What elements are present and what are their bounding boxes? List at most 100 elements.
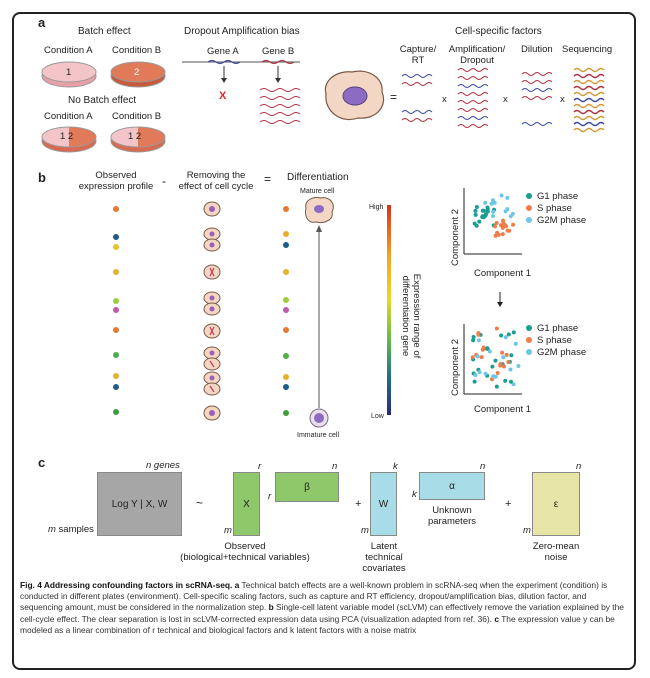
caption-c-letter: c [494, 613, 500, 624]
pca-point [500, 232, 505, 237]
pca-point [511, 382, 516, 387]
pca-point [491, 374, 496, 379]
pca-point [485, 209, 490, 214]
pca-bottom-xlabel: Component 1 [474, 404, 532, 415]
condition-b-label: Condition B [112, 45, 162, 56]
sequencing-label: Sequencing [562, 44, 613, 55]
m-label-3: m [523, 525, 531, 536]
colorbar-low-label: Low [371, 413, 384, 420]
pca-point [474, 223, 479, 228]
colorbar-high-label: High [369, 204, 384, 211]
pca-point [513, 341, 518, 346]
cell-icon [324, 70, 385, 121]
condition-a2-label: Condition A [44, 111, 93, 122]
pca-point [475, 354, 480, 359]
pca-point [483, 200, 488, 205]
caption-b-letter: b [268, 602, 274, 613]
cell-cycle-cells [203, 201, 221, 421]
pca-top-legend-markers [526, 193, 532, 223]
pca-point [474, 205, 479, 209]
pca-point [493, 358, 498, 363]
pca-point [477, 370, 482, 375]
n-label-3: n [576, 461, 582, 472]
log-y-matrix: Log Y | X, W [97, 472, 182, 536]
pca-point [503, 335, 508, 340]
pca-point [489, 201, 494, 206]
pca-point [492, 200, 497, 205]
pca-point [510, 211, 515, 216]
pca-point [499, 333, 504, 338]
caption-a-text: Technical batch effects are a well-known… [20, 580, 608, 613]
pca-point [470, 355, 475, 360]
log-y-label: Log Y | X, W [111, 498, 168, 510]
tilde-sign: ~ [196, 496, 204, 510]
cell-factor-waves [401, 67, 605, 133]
dropout-x-mark: X [219, 90, 227, 102]
plus-sign-2: + [505, 498, 512, 510]
x-matrix: X [233, 472, 260, 536]
figure-frame [12, 12, 636, 670]
k-label-2: k [412, 489, 417, 500]
equals-sign-b: = [264, 172, 272, 186]
condition-b2-label: Condition B [112, 111, 162, 122]
pca-top-legend-g2m: G2M phase [537, 215, 587, 226]
dilution-label: Dilution [521, 44, 553, 55]
pca-bottom-plot [463, 324, 522, 395]
dropout-title: Dropout Amplification bias [184, 26, 300, 37]
n-label-1: n [332, 461, 338, 472]
pca-point [506, 332, 511, 337]
pca-bottom-ylabel: Component 2 [450, 338, 461, 396]
pca-point [483, 371, 488, 376]
zero-mean-noise-caption: Zero-mean noise [532, 541, 580, 563]
r-label-1: r [258, 461, 262, 472]
pca-point [490, 364, 495, 369]
condition-a-label: Condition A [44, 45, 93, 56]
pca-point [503, 209, 508, 214]
w-matrix: W [370, 472, 397, 536]
pca-point [473, 373, 478, 377]
differentiation-column [283, 197, 334, 428]
expression-colorbar [387, 205, 391, 415]
pca-top-ylabel: Component 2 [450, 208, 461, 266]
pca-point [471, 338, 476, 343]
dropout-diagram [182, 59, 301, 124]
w-matrix-label: W [378, 498, 389, 510]
capture-rt-label: Capture/ RT [399, 44, 437, 66]
observed-profile-label: Observed expression profile [78, 170, 154, 192]
pca-point [483, 213, 488, 218]
r-label-2: r [268, 491, 272, 502]
observed-dots [113, 206, 119, 415]
dish-1-label: 1 [66, 67, 72, 78]
n-genes-label: n genes [146, 460, 180, 471]
dish-12b-label: 1 2 [128, 131, 142, 142]
pca-point [501, 355, 506, 360]
panel-a-letter: a [38, 15, 46, 30]
pca-bottom-legend-s: S phase [537, 335, 572, 346]
removing-cell-cycle-label: Removing the effect of cell cycle [178, 170, 254, 192]
pca-point [494, 221, 499, 225]
alpha-matrix: α [419, 472, 485, 500]
epsilon-label: ε [553, 498, 559, 510]
pca-point [504, 224, 509, 229]
pca-top-xlabel: Component 1 [474, 268, 532, 279]
caption-a-letter: a [234, 580, 240, 590]
m-label-1: m [224, 525, 232, 536]
pca-point [501, 218, 505, 223]
plus-sign-1: + [355, 498, 362, 510]
minus-sign-b: - [162, 174, 166, 188]
pca-point [496, 232, 501, 237]
pca-point [480, 208, 485, 213]
colorbar-title: Expression range of differentiation gene [400, 273, 422, 359]
gene-a-label: Gene A [207, 46, 239, 57]
pca-point [498, 363, 503, 368]
observed-variables-caption: Observed (biological+technical variables… [180, 541, 310, 563]
pca-point [494, 384, 499, 389]
pca-top-legend-g1: G1 phase [537, 191, 579, 202]
immature-cell-label: Immature cell [297, 432, 340, 439]
pca-point [477, 219, 482, 224]
pca-point [505, 228, 510, 233]
batch-effect-title: Batch effect [78, 26, 131, 37]
panel-c-letter: c [38, 455, 46, 470]
beta-label: β [304, 481, 310, 493]
pca-point [494, 326, 499, 331]
